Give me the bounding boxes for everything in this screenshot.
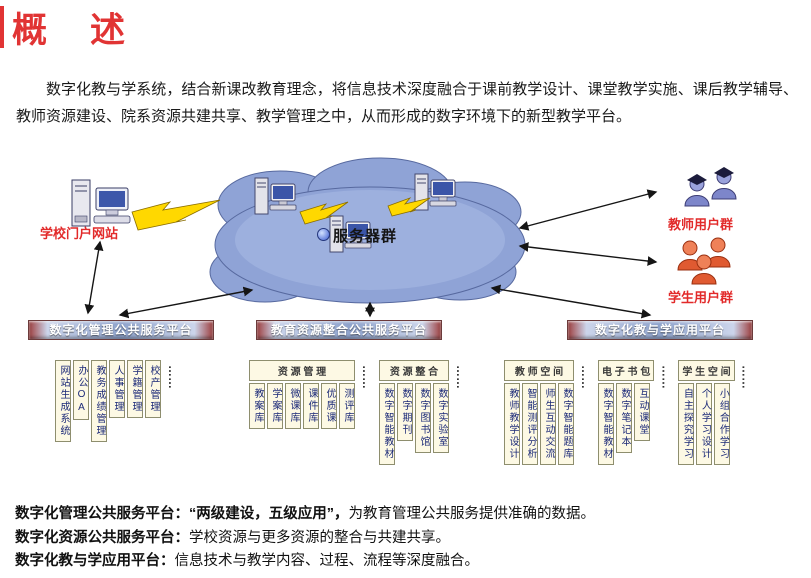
- arrow-portal-platform1: [84, 240, 104, 315]
- lightning-icon: [131, 199, 221, 231]
- teachers-icon: [684, 166, 737, 207]
- ellipsis: ……: [659, 365, 674, 389]
- module-box: 师生互动交流: [540, 383, 556, 465]
- diagram-canvas: [71, 157, 737, 319]
- ellipsis: ……: [739, 365, 754, 389]
- group-items: 数字智能教材数字期刊数字图书馆数字实验室: [379, 383, 449, 465]
- lightning-icon: [299, 201, 349, 225]
- module-box: 校产管理: [145, 360, 161, 418]
- group-items: 教案库学案库微课库课件库优质课测评库: [249, 383, 355, 429]
- footnote-text: 信息技术与教学内容、过程、流程等深度融合。: [174, 553, 480, 569]
- server-cluster-label: 服务器群: [333, 228, 398, 245]
- footnote-bold: 数字化管理公共服务平台：“两级建设，五级应用”，: [15, 506, 349, 522]
- module-group: 学 生 空 间自主探究学习个人学习设计小组合作学习: [678, 360, 735, 465]
- module-box: 学籍管理: [127, 360, 143, 418]
- module-box: 数字图书馆: [415, 383, 431, 453]
- module-box: 教师教学设计: [504, 383, 520, 465]
- platform-banner-management: 数字化管理公共服务平台: [28, 320, 214, 340]
- module-box: 人事管理: [109, 360, 125, 418]
- module-group: 电 子 书 包数字智能教材数字笔记本互动课堂: [598, 360, 655, 465]
- page-title: 概 述: [12, 11, 130, 51]
- group-items: 数字智能教材数字笔记本互动课堂: [598, 383, 654, 465]
- students-label: 学生用户群: [668, 290, 734, 305]
- module-box: 教务成绩管理: [91, 360, 107, 442]
- platform-columns-2: 资 源 管 理教案库学案库微课库课件库优质课测评库……资 源 整 合数字智能教材…: [249, 360, 468, 465]
- module-box: 数字智能教材: [598, 383, 614, 465]
- module-box: 数字实验室: [433, 383, 449, 453]
- group-header: 学 生 空 间: [678, 360, 735, 381]
- group-header: 电 子 书 包: [598, 360, 655, 381]
- module-box: 课件库: [303, 383, 319, 429]
- footnote-bold: 数字化教与学应用平台：: [15, 553, 175, 569]
- module-box: 智能测评分析: [522, 383, 538, 465]
- teachers-label: 教师用户群: [668, 217, 734, 232]
- group-items: 教师教学设计智能测评分析师生互动交流数字智能题库: [504, 383, 574, 465]
- arrow-cloud-teachers: [518, 189, 658, 231]
- footnote-line: 数字化教与学应用平台：信息技术与教学内容、过程、流程等深度融合。: [15, 550, 595, 574]
- portal-icon: [71, 179, 131, 227]
- footnote-line: 数字化管理公共服务平台：“两级建设，五级应用”，为教育管理公共服务提供准确的数据…: [15, 503, 595, 527]
- module-box: 办公OA: [73, 360, 89, 420]
- module-box: 互动课堂: [634, 383, 650, 441]
- arrow-cloud-platform1: [118, 286, 254, 319]
- module-box: 数字期刊: [397, 383, 413, 441]
- footnotes: 数字化管理公共服务平台：“两级建设，五级应用”，为教育管理公共服务提供准确的数据…: [15, 503, 595, 574]
- arrow-cloud-platform3: [490, 284, 652, 319]
- module-box: 优质课: [321, 383, 337, 429]
- module-group: 资 源 整 合数字智能教材数字期刊数字图书馆数字实验室: [379, 360, 449, 465]
- module-box: 网站生成系统: [55, 360, 71, 442]
- arrow-cloud-students: [518, 242, 658, 266]
- module-group: 教 师 空 间教师教学设计智能测评分析师生互动交流数字智能题库: [504, 360, 574, 465]
- intro-paragraph: 数字化教与学系统，结合新课改教育理念，将信息技术深度融合于课前教学设计、课堂教学…: [16, 81, 798, 125]
- footnote-bold: 数字化资源公共服务平台：: [15, 529, 189, 546]
- module-box: 自主探究学习: [678, 383, 695, 465]
- ellipsis: ……: [166, 365, 180, 389]
- module-box: 数字智能教材: [379, 383, 395, 465]
- footnote-text: 为教育管理公共服务提供准确的数据。: [348, 506, 596, 522]
- group-items: 自主探究学习个人学习设计小组合作学习: [678, 383, 734, 465]
- module-box: 测评库: [339, 383, 355, 429]
- footnote-text: 学校资源与更多资源的整合与共建共享。: [189, 529, 450, 546]
- group-header: 资 源 管 理: [249, 360, 355, 381]
- footnote-line: 数字化资源公共服务平台：学校资源与更多资源的整合与共建共享。: [15, 527, 595, 551]
- ellipsis: ……: [454, 365, 468, 389]
- module-box: 学案库: [267, 383, 283, 429]
- module-box: 微课库: [285, 383, 301, 429]
- platform-columns-3: 教 师 空 间教师教学设计智能测评分析师生互动交流数字智能题库……电 子 书 包…: [504, 360, 754, 465]
- module-box: 数字智能题库: [558, 383, 574, 465]
- students-icon: [677, 237, 731, 285]
- module-group: 资 源 管 理教案库学案库微课库课件库优质课测评库: [249, 360, 355, 429]
- ellipsis: ……: [360, 365, 374, 389]
- module-box: 个人学习设计: [696, 383, 713, 465]
- platform-banner-resources: 教育资源整合公共服务平台: [256, 320, 442, 340]
- group-header: 资 源 整 合: [379, 360, 449, 381]
- title-accent-bar: [0, 6, 4, 48]
- globe-icon: [317, 228, 330, 241]
- module-box: 小组合作学习: [714, 383, 731, 465]
- ellipsis: ……: [579, 365, 593, 389]
- platform-banner-teaching: 数字化教与学应用平台: [567, 320, 753, 340]
- architecture-diagram: [0, 150, 811, 325]
- module-box: 数字笔记本: [616, 383, 632, 453]
- group-header: 教 师 空 间: [504, 360, 574, 381]
- module-box: 教案库: [249, 383, 265, 429]
- portal-label: 学校门户网站: [40, 226, 119, 241]
- lightning-icon: [387, 197, 431, 217]
